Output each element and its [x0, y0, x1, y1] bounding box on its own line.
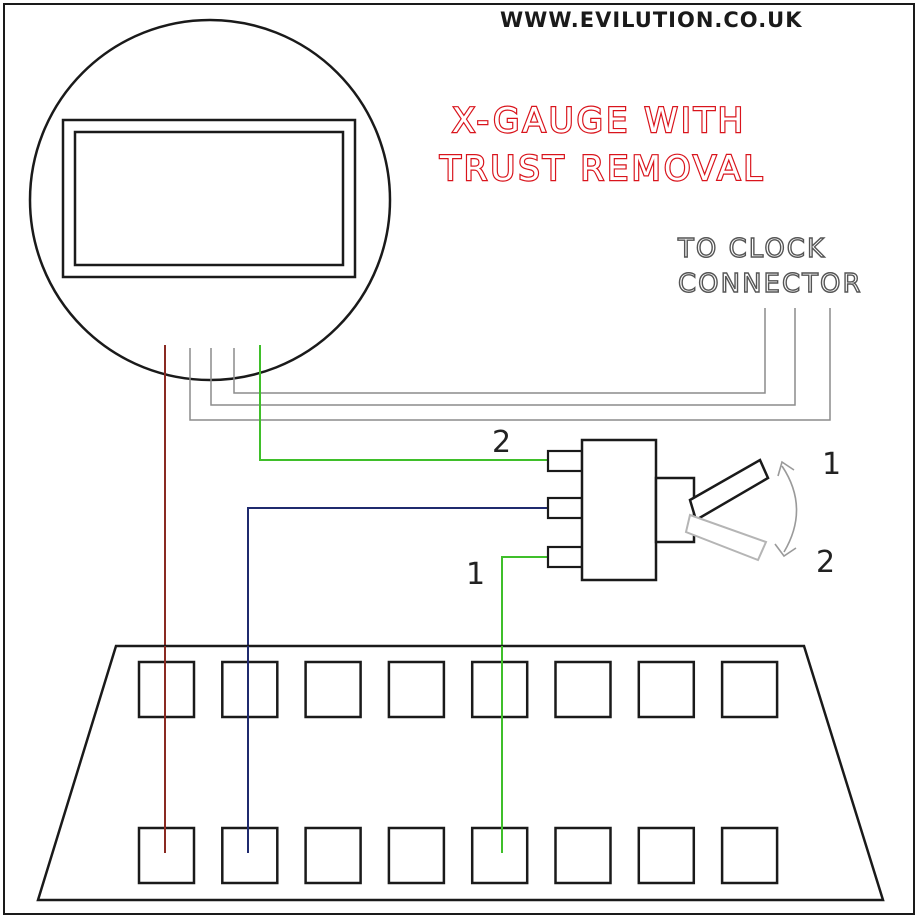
- switch-position-label-2: 2: [816, 545, 835, 580]
- connector-pin-top-2: [221, 660, 279, 719]
- connector-pin-top-3: [304, 660, 362, 719]
- switch-pin-1: [546, 545, 584, 569]
- connector-housing: [36, 644, 885, 902]
- connector-pin-bottom-6: [554, 826, 612, 885]
- connector-pin-bottom-5: [470, 826, 529, 885]
- wire-green-top: [259, 345, 550, 461]
- switch-motion-arc: [781, 465, 798, 553]
- clock-connector-label-line2: CONNECTOR: [678, 269, 863, 299]
- switch-pin-label-1: 1: [466, 557, 485, 592]
- gauge-display-outer: [61, 118, 357, 279]
- arrow-down-icon: [774, 543, 797, 558]
- wire-grey-3: [233, 308, 766, 394]
- switch-lever-position-2: [684, 513, 768, 562]
- wire-grey-1: [189, 308, 831, 421]
- connector-pin-bottom-7: [637, 826, 696, 885]
- connector-pin-bottom-2: [221, 826, 279, 885]
- connector-pin-top-4: [387, 660, 446, 719]
- connector-pin-bottom-3: [304, 826, 362, 885]
- x-gauge: [28, 18, 392, 382]
- connector-pin-top-8: [720, 660, 779, 719]
- switch-pin-label-2: 2: [492, 425, 511, 460]
- connector-pin-top-7: [637, 660, 696, 719]
- clock-connector-wires: [189, 308, 831, 421]
- diagram-title-line1: X-GAUGE WITH: [452, 101, 746, 141]
- gauge-display-inner: [73, 130, 345, 267]
- diagram-title-line2: TRUST REMOVAL: [439, 149, 765, 189]
- switch-position-label-1: 1: [822, 447, 841, 482]
- website-url: WWW.EVILUTION.CO.UK: [500, 8, 803, 32]
- connector-pin-bottom-8: [720, 826, 779, 885]
- switch-body: [580, 438, 658, 582]
- connector-pins-top: [137, 660, 779, 719]
- connector-pin-bottom-1: [137, 826, 196, 885]
- toggle-switch: [546, 438, 798, 582]
- connector-pin-top-1: [137, 660, 196, 719]
- wire-grey-2: [210, 308, 796, 406]
- switch-pin-common: [546, 496, 584, 520]
- connector-pin-bottom-4: [387, 826, 446, 885]
- obd-connector: [36, 644, 885, 902]
- switch-pin-2: [546, 449, 584, 473]
- connector-pins-bottom: [137, 826, 779, 885]
- clock-connector-label-line1: TO CLOCK: [677, 234, 826, 264]
- arrow-up-icon: [777, 460, 795, 477]
- connector-pin-top-5: [470, 660, 529, 719]
- switch-lever-position-1: [688, 458, 770, 522]
- gauge-body: [28, 18, 392, 382]
- connector-pin-top-6: [554, 660, 612, 719]
